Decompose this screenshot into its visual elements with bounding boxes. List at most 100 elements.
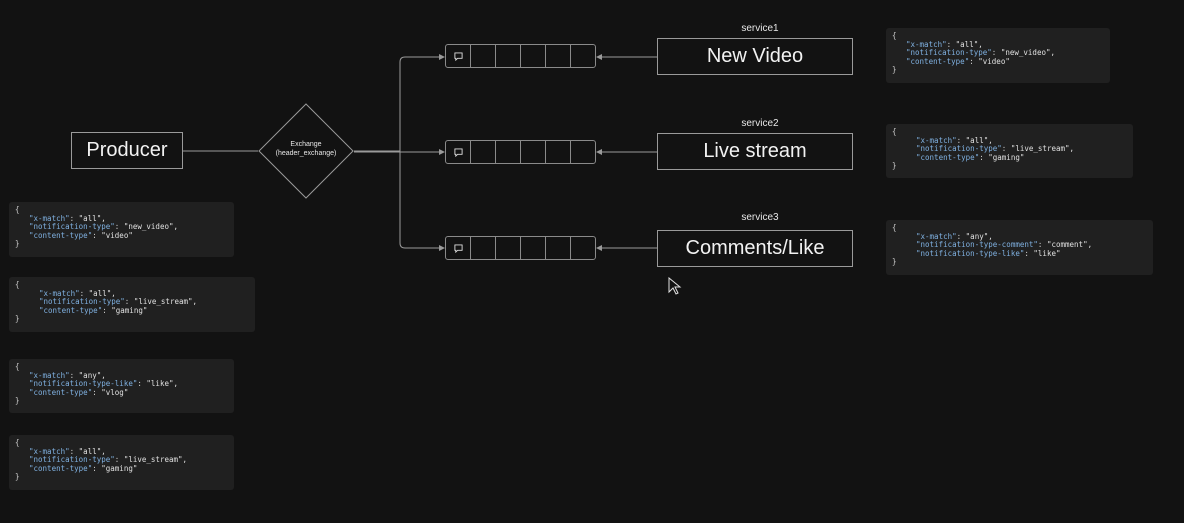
queue-slot [545, 141, 570, 163]
code-value: "any", [965, 231, 993, 241]
queue-service1[interactable] [445, 44, 596, 68]
message-code-1: { "x-match": "all","notification-type": "… [9, 202, 234, 257]
code-open-brace: { [892, 31, 897, 40]
code-line: "notification-type-like": "like" [916, 248, 1061, 258]
code-line: "notification-type": "live_stream", [39, 297, 198, 306]
code-open-brace: { [15, 438, 20, 447]
code-key: "notification-type" [906, 48, 992, 57]
code-line: "x-match": "all", [39, 288, 116, 298]
code-key: "notification-type" [29, 455, 115, 464]
code-key: "x-match" [916, 135, 957, 145]
code-value: "all", [965, 135, 993, 145]
code-line: "x-match": "all", [29, 213, 106, 223]
code-close-brace: } [15, 239, 20, 248]
code-close-brace: } [892, 65, 897, 74]
exchange-to-queue3-line [399, 151, 445, 251]
code-value: "all", [955, 39, 983, 49]
code-key: "content-type" [29, 230, 93, 240]
code-close-brace: } [15, 472, 20, 481]
service3-name: service3 [741, 212, 779, 223]
code-value: "live_stream", [133, 297, 198, 306]
code-key: "x-match" [916, 231, 957, 241]
code-value: "new_video", [1000, 48, 1056, 57]
code-key: "content-type" [906, 56, 970, 66]
queue-head [446, 141, 470, 163]
exchange-title: Exchange [290, 141, 322, 148]
code-value: "video" [978, 56, 1010, 66]
producer-label: Producer [86, 139, 168, 161]
binding-code-service2: {"x-match": "all","notification-type": "… [886, 124, 1133, 178]
queue-service3[interactable] [445, 236, 596, 260]
service1-node[interactable]: New Video [657, 38, 853, 75]
code-line: "content-type": "video" [906, 56, 1010, 66]
code-key: "notification-type-like" [916, 248, 1025, 258]
queue-slot [495, 141, 520, 163]
queue-slot [470, 237, 495, 259]
code-value: "gaming" [988, 152, 1025, 162]
queue-slot [495, 45, 520, 67]
code-open-brace: { [15, 205, 20, 214]
service3-title: Comments/Like [685, 237, 825, 259]
service2-name: service2 [741, 118, 779, 129]
code-line: "content-type": "video" [29, 230, 133, 240]
service1-name: service1 [741, 23, 779, 34]
exchange-node[interactable] [258, 103, 354, 199]
code-value: "all", [78, 213, 106, 223]
code-value: "live_stream", [123, 455, 188, 464]
message-icon [453, 147, 463, 157]
code-value: "vlog" [101, 387, 129, 397]
code-key: "notification-type" [39, 297, 125, 306]
code-line: "notification-type": "new_video", [906, 48, 1056, 57]
code-value: "gaming" [111, 305, 148, 315]
queue-slot [570, 45, 595, 67]
code-line: "x-match": "all", [29, 446, 106, 456]
service2-node[interactable]: Live stream [657, 133, 853, 170]
code-open-brace: { [15, 280, 20, 289]
code-line: "notification-type": "live_stream", [916, 144, 1075, 153]
code-line: "content-type": "gaming" [39, 305, 148, 315]
exchange-label: Exchange (header_exchange) [258, 140, 354, 158]
code-value: "all", [78, 446, 106, 456]
code-value: "all", [88, 288, 116, 298]
producer-node[interactable]: Producer [71, 132, 183, 169]
code-key: "x-match" [906, 39, 947, 49]
exchange-type: (header_exchange) [275, 150, 337, 157]
code-key: "content-type" [29, 463, 93, 473]
code-key: "content-type" [39, 305, 103, 315]
code-key: "notification-type" [916, 144, 1002, 153]
queue-slot [495, 237, 520, 259]
code-close-brace: } [892, 161, 897, 170]
service1-title: New Video [706, 45, 804, 67]
code-value: "like" [1033, 248, 1061, 258]
code-line: "notification-type": "new_video", [29, 222, 179, 231]
code-key: "notification-type-like" [29, 379, 138, 388]
code-value: "comment", [1046, 240, 1093, 249]
code-close-brace: } [892, 257, 897, 266]
queue-slot [520, 45, 545, 67]
code-open-brace: { [15, 362, 20, 371]
binding-code-service3: {"x-match": "any","notification-type-com… [886, 220, 1153, 275]
queue-head [446, 45, 470, 67]
code-line: "notification-type": "live_stream", [29, 455, 188, 464]
code-key: "notification-type-comment" [916, 240, 1038, 249]
queue-slot [520, 237, 545, 259]
queue-service2[interactable] [445, 140, 596, 164]
code-value: "any", [78, 370, 106, 380]
code-key: "content-type" [29, 387, 93, 397]
queue-slot [470, 45, 495, 67]
code-line: "x-match": "any", [29, 370, 106, 380]
message-icon [453, 51, 463, 61]
code-line: "content-type": "vlog" [29, 387, 129, 397]
service3-node[interactable]: Comments/Like [657, 230, 853, 267]
code-value: "like", [146, 379, 179, 388]
service2-title: Live stream [703, 140, 807, 162]
code-line: "content-type": "gaming" [916, 152, 1025, 162]
binding-code-service1: {"x-match": "all","notification-type": "… [886, 28, 1110, 83]
code-value: "live_stream", [1010, 144, 1075, 153]
code-value: "video" [101, 230, 133, 240]
cursor-icon [668, 277, 682, 295]
code-close-brace: } [15, 314, 20, 323]
code-key: "content-type" [916, 152, 980, 162]
